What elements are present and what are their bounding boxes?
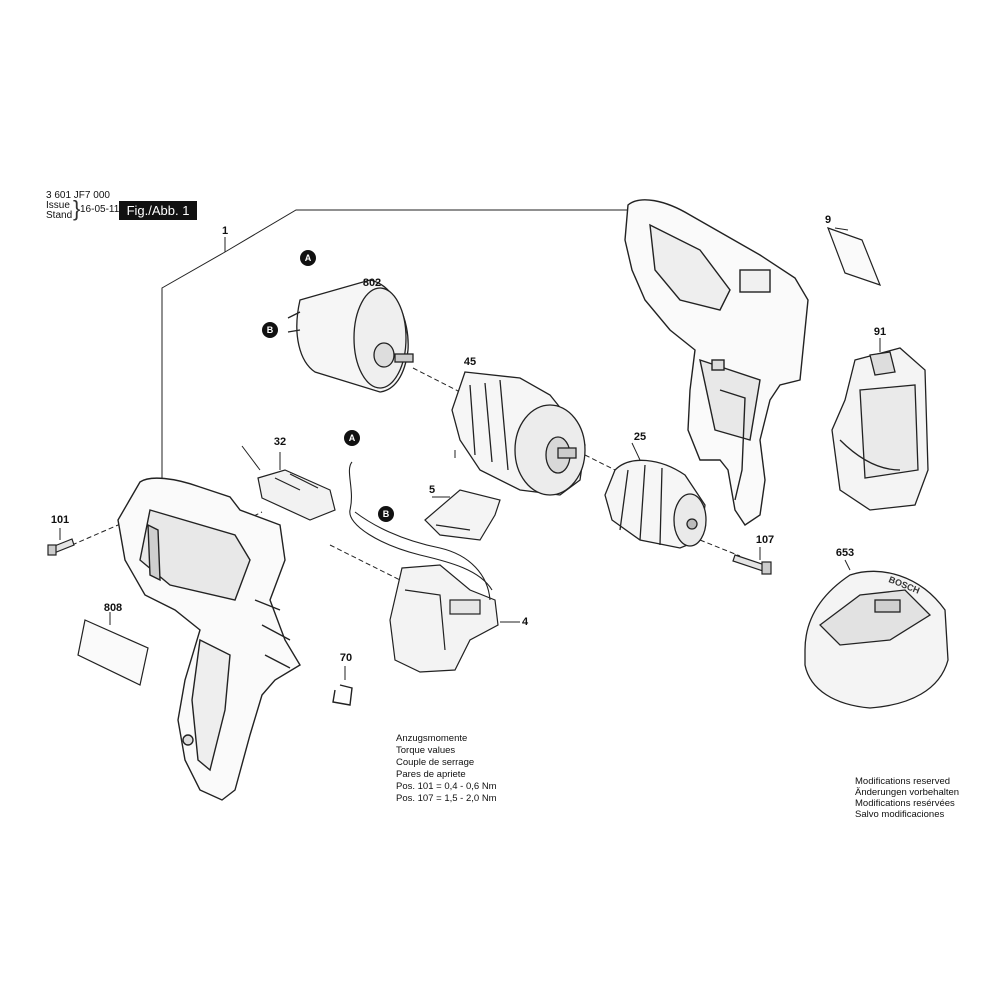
part-label-45: 45	[463, 356, 477, 368]
housing-left-half	[117, 477, 301, 801]
part-label-101: 101	[50, 514, 70, 526]
switch-assembly	[389, 564, 499, 673]
connector-b-wire: B	[378, 506, 394, 522]
modifications-note: Modifications reserved Änderungen vorbeh…	[855, 776, 959, 820]
screw-101	[47, 538, 75, 556]
part-label-107: 107	[755, 534, 775, 546]
mods-fr: Modifications resérvées	[855, 798, 955, 809]
part-label-802: 802	[362, 277, 382, 289]
torque-title-de: Anzugsmomente	[396, 733, 468, 744]
torque-title-en: Torque values	[396, 745, 456, 756]
part-label-653: 653	[835, 547, 855, 559]
issue-label: Issue	[46, 200, 70, 211]
connector-a-wire: A	[344, 430, 360, 446]
torque-pos-107: Pos. 107 = 1,5 - 2,0 Nm	[396, 793, 497, 804]
switch-contacts	[257, 469, 336, 521]
part-number: 3 601 JF7 000	[46, 190, 110, 201]
screw-101-line	[71, 521, 126, 546]
charger	[804, 570, 949, 709]
chuck-to-screw-line	[699, 539, 741, 557]
gearbox	[451, 371, 586, 496]
motor	[287, 279, 414, 393]
part-label-808: 808	[103, 602, 123, 614]
part-label-1: 1	[221, 225, 229, 237]
part-label-91: 91	[873, 326, 887, 338]
label-9	[826, 227, 882, 286]
motor-to-gearbox-line	[412, 367, 461, 393]
connector-a-motor: A	[300, 250, 316, 266]
clip-70	[332, 684, 353, 706]
cover-plate	[424, 489, 501, 541]
part-label-25: 25	[633, 431, 647, 443]
figure-label: Fig./Abb. 1	[119, 201, 197, 220]
torque-title-es: Pares de apriete	[396, 769, 466, 780]
stand-label: Stand	[46, 210, 73, 221]
torque-pos-101: Pos. 101 = 0,4 - 0,6 Nm	[396, 781, 497, 792]
connector-b-motor: B	[262, 322, 278, 338]
mods-en: Modifications reserved	[855, 776, 951, 787]
wires	[348, 461, 493, 601]
mods-de: Änderungen vorbehalten	[855, 787, 960, 798]
issue-date: 16-05-11	[80, 204, 120, 215]
label-808	[77, 619, 149, 686]
part-label-70: 70	[339, 652, 353, 664]
screw-107	[732, 554, 772, 575]
part-label-9: 9	[824, 214, 832, 226]
part-label-5: 5	[428, 484, 436, 496]
brace: }	[73, 196, 81, 221]
torque-title-fr: Couple de serrage	[396, 757, 475, 768]
housing-right-half	[624, 199, 809, 526]
part-label-4: 4	[521, 616, 529, 628]
battery-pack	[831, 347, 929, 511]
chuck	[604, 459, 707, 549]
part-label-32: 32	[273, 436, 287, 448]
gearbox-to-chuck-line	[584, 454, 616, 471]
mods-es: Salvo modificaciones	[855, 809, 945, 820]
torque-values-block: Anzugsmomente Torque values Couple de se…	[396, 733, 497, 805]
